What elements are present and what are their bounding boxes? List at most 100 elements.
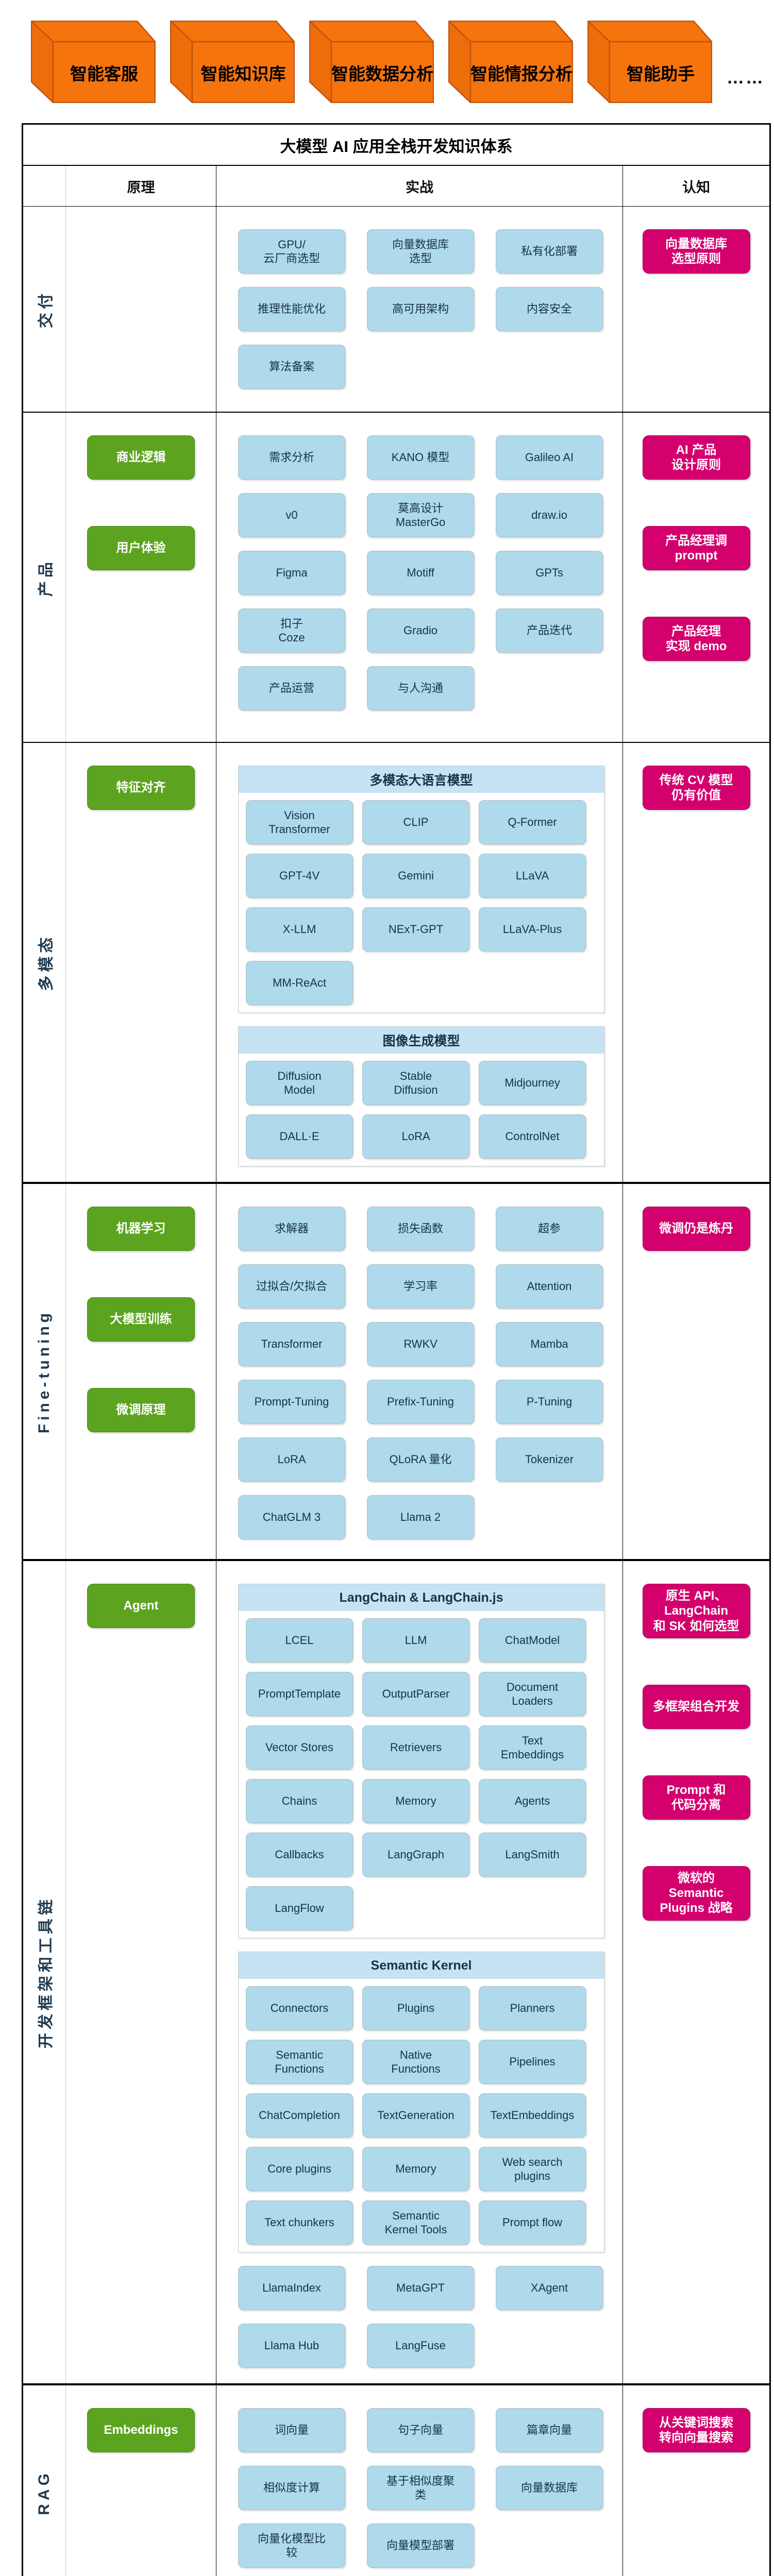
app-cube: 智能知识库 [170,21,295,103]
practice-box: 向量化模型比 较 [238,2523,345,2568]
cognition-box: 从关键词搜索 转向向量搜索 [642,2408,750,2452]
practice-box: CLIP [362,800,469,844]
row-label-cell: 交付 [23,207,66,412]
practice-box: Core plugins [246,2147,353,2191]
practice-box: Semantic Functions [246,2040,353,2084]
practice-box: Q-Former [479,800,586,844]
practice-box: 内容安全 [496,287,603,331]
row-label-cell: 多模态 [23,743,66,1182]
app-cube: 智能助手 [587,21,712,103]
cognition-cell: 从关键词搜索 转向向量搜索 [623,2385,769,2576]
practice-box: GPTs [496,551,603,595]
practice-box: Semantic Kernel Tools [362,2200,469,2245]
more-apps-ellipsis: …… [727,67,765,88]
cognition-box: 原生 API、 LangChain 和 SK 如何选型 [642,1584,750,1638]
app-cube: 智能数据分析 [309,21,434,103]
cognition-box: 传统 CV 模型 仍有价值 [642,766,750,810]
practice-box: 高可用架构 [367,287,474,331]
practice-box: Web search plugins [479,2147,586,2191]
practice-box: Memory [362,1779,469,1823]
practice-box: v0 [238,493,345,537]
app-cube-label: 智能数据分析 [331,64,433,83]
practice-box: Prompt flow [479,2200,586,2245]
practice-items: GPU/ 云厂商选型向量数据库 选型私有化部署推理性能优化高可用架构内容安全算法… [238,229,603,389]
practice-box: Text Embeddings [479,1725,586,1770]
app-cube: 智能情报分析 [448,21,573,103]
cognition-box: 产品经理 实现 demo [642,617,750,661]
practice-box: KANO 模型 [367,435,474,480]
practice-box: ChatGLM 3 [238,1495,345,1539]
practice-box: XAgent [496,2266,603,2310]
practice-group-title: LangChain & LangChain.js [239,1584,604,1611]
practice-box: GPU/ 云厂商选型 [238,229,345,274]
header-spacer-cell [23,166,66,206]
cognition-cell: 微调仍是炼丹 [623,1184,769,1559]
practice-box: 词向量 [238,2408,345,2452]
cognition-box: 多框架组合开发 [642,1684,750,1729]
practice-box: NExT-GPT [362,907,469,952]
row-label: RAG [36,2470,53,2515]
practice-box: Connectors [246,1986,353,2030]
practice-box: 篇章向量 [496,2408,603,2452]
principle-box: 用户体验 [87,526,195,570]
practice-box: LCEL [246,1618,353,1663]
practice-box: Retrievers [362,1725,469,1770]
row-label: 产品 [38,558,55,597]
practice-box: 向量数据库 选型 [367,229,474,274]
practice-box: Llama 2 [367,1495,474,1539]
practice-box: 基于相似度聚 类 [367,2466,474,2510]
practice-box: Transformer [238,1322,345,1366]
practice-box: LangSmith [479,1833,586,1877]
cube-shape-icon [31,21,156,103]
principle-cell: Embeddings [66,2385,216,2576]
practice-box: ControlNet [479,1114,586,1159]
practice-box: TextEmbeddings [479,2093,586,2138]
cognition-box: 向量数据库 选型原则 [642,229,750,274]
practice-cell: 词向量句子向量篇章向量相似度计算基于相似度聚 类向量数据库向量化模型比 较向量模… [216,2385,623,2576]
practice-box: QLoRA 量化 [367,1437,474,1482]
practice-box: LoRA [362,1114,469,1159]
table-section: 交付 GPU/ 云厂商选型向量数据库 选型私有化部署推理性能优化高可用架构内容安全… [23,207,769,412]
practice-box: TextGeneration [362,2093,469,2138]
app-cube-label: 智能知识库 [200,64,286,83]
row-label-cell: Fine-tuning [23,1184,66,1559]
practice-group-title: 图像生成模型 [239,1027,604,1054]
practice-box: Stable Diffusion [362,1061,469,1105]
principle-box: 机器学习 [87,1207,195,1251]
practice-cell: GPU/ 云厂商选型向量数据库 选型私有化部署推理性能优化高可用架构内容安全算法… [216,207,623,412]
practice-group-title: 多模态大语言模型 [239,766,604,793]
header-principle: 原理 [66,166,216,206]
principle-cell [66,207,216,412]
practice-box: 向量数据库 [496,2466,603,2510]
practice-box: 产品迭代 [496,608,603,653]
practice-box: Callbacks [246,1833,353,1877]
practice-box: Document Loaders [479,1672,586,1716]
practice-box: Agents [479,1779,586,1823]
practice-box: MetaGPT [367,2266,474,2310]
principle-box: 商业逻辑 [87,435,195,480]
principle-box: 特征对齐 [87,766,195,810]
practice-box: Gradio [367,608,474,653]
row-label: 交付 [38,290,55,328]
table-title: 大模型 AI 应用全栈开发知识体系 [23,125,769,166]
app-cube-label: 智能客服 [70,64,138,83]
practice-box: 向量模型部署 [367,2523,474,2568]
row-label-cell: 产品 [23,413,66,742]
practice-box: 学习率 [367,1264,474,1309]
practice-box: LLM [362,1618,469,1663]
